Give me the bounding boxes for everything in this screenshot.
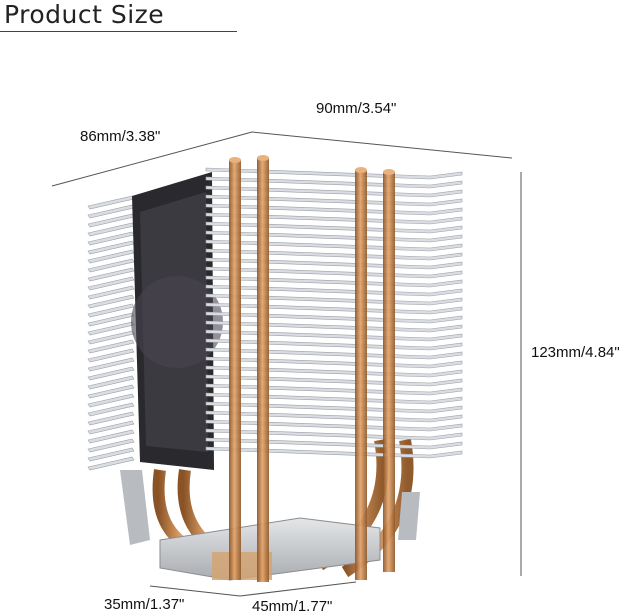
height-label: 123mm/4.84" [531,344,620,361]
rear-fin [87,267,135,282]
fan-unit [131,172,223,470]
fin [205,347,463,360]
fin [205,374,463,387]
rear-fin [87,447,135,462]
page-title: Product Size [4,0,165,29]
rear-fin [87,339,135,354]
fin [205,383,463,396]
fin [205,212,463,225]
fin [205,311,463,324]
fin [205,284,463,297]
rear-fin [87,393,135,408]
fin [205,428,463,441]
fin [205,320,463,333]
fin [205,446,463,459]
fin [205,230,463,243]
rear-fin [87,285,135,300]
fin [205,257,463,270]
width-label: 90mm/3.54" [316,100,397,117]
fin [205,302,463,315]
rear-fin [87,438,135,453]
base-left-dimension-line [149,585,241,597]
title-underline [0,31,237,32]
fin [205,275,463,288]
rear-fin [87,384,135,399]
heat-pipes-vertical [229,155,395,582]
rear-fin [87,456,135,471]
fin [205,329,463,342]
rear-fin [87,420,135,435]
main-fin-stack [205,167,463,459]
rear-fin [87,429,135,444]
fin [205,239,463,252]
cooler-base [120,470,420,581]
fin [205,203,463,216]
rear-fin [87,375,135,390]
depth-label: 86mm/3.38" [80,128,161,145]
fin [205,338,463,351]
base-left-label: 35mm/1.37" [104,596,185,613]
fin [205,221,463,234]
fin [205,248,463,261]
fin [205,176,463,189]
base-right-label: 45mm/1.77" [252,598,333,615]
rear-fin-stack [87,195,135,471]
fin [205,293,463,306]
rear-fin [87,411,135,426]
rear-fin [87,294,135,309]
fin [205,185,463,198]
fin [205,194,463,207]
fin [205,392,463,405]
rear-fin [87,357,135,372]
fin [205,401,463,414]
fin [205,266,463,279]
fin [205,365,463,378]
rear-fin [87,348,135,363]
depth-dimension-line [51,131,253,187]
base-right-dimension-line [239,581,357,597]
fin [205,419,463,432]
dimension-lines [51,131,522,597]
fin [205,167,463,180]
rear-fin [87,276,135,291]
fin [205,437,463,450]
fin [205,410,463,423]
rear-fin [87,402,135,417]
rear-fin [87,366,135,381]
fin [205,356,463,369]
width-dimension-line [251,131,513,159]
